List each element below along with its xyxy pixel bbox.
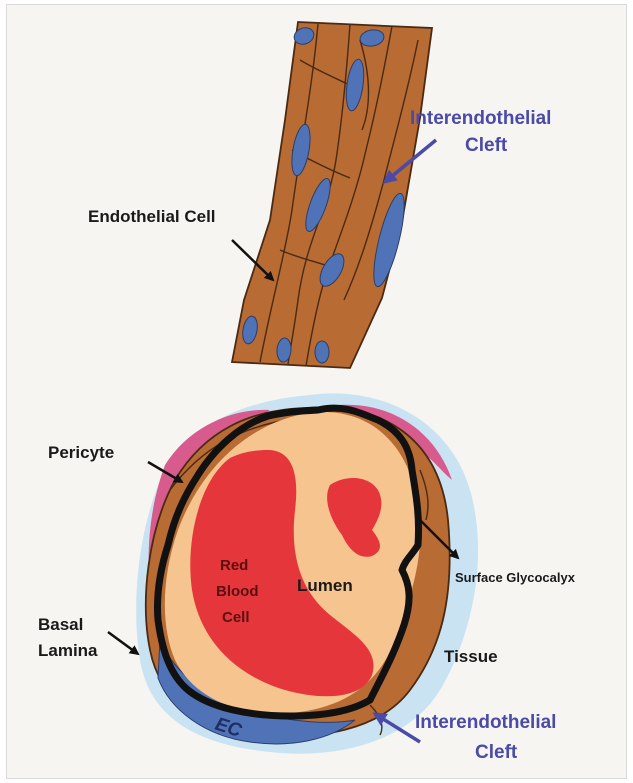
basal-lamina-label-line1: Basal xyxy=(38,615,83,634)
capillary-segment xyxy=(232,22,432,368)
interendothelial-cleft-top-label-line2: Cleft xyxy=(465,135,508,156)
surface-glycocalyx-label: Surface Glycocalyx xyxy=(455,570,576,585)
red-blood-cell-label-line1: Red xyxy=(220,557,248,574)
pericyte-label: Pericyte xyxy=(48,443,114,462)
capillary-cross-section xyxy=(136,393,478,753)
red-blood-cell-label-line2: Blood xyxy=(216,583,259,600)
basal-lamina-arrow xyxy=(108,632,138,654)
basal-lamina-label-line2: Lamina xyxy=(38,641,98,660)
lumen-label: Lumen xyxy=(297,576,353,595)
interendothelial-cleft-top-label-line1: Interendothelial xyxy=(410,108,551,129)
interendothelial-cleft-bottom-label-line2: Cleft xyxy=(475,742,518,763)
endothelial-cell-label: Endothelial Cell xyxy=(88,207,216,226)
red-blood-cell-label-line3: Cell xyxy=(222,609,250,626)
interendothelial-cleft-bottom-label-line1: Interendothelial xyxy=(415,712,556,733)
tissue-label: Tissue xyxy=(444,647,498,666)
